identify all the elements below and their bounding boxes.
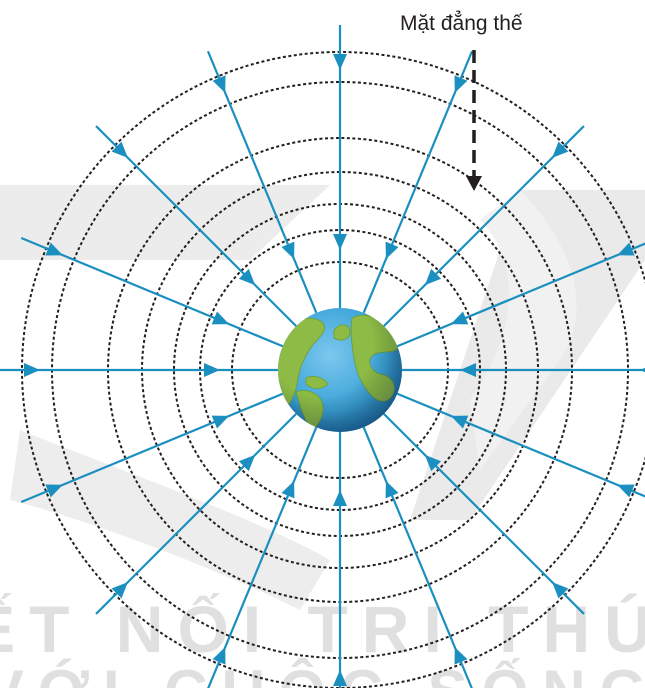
field-line	[95, 125, 297, 327]
field-arrowhead	[204, 363, 220, 377]
field-arrowhead	[385, 241, 399, 260]
field-arrowhead	[333, 490, 347, 506]
field-line-segment	[206, 426, 318, 690]
field-arrowhead	[281, 480, 295, 499]
field-arrowhead	[238, 268, 256, 286]
field-line	[396, 392, 645, 498]
field-line	[383, 413, 585, 615]
field-line-segment	[95, 413, 297, 615]
field-arrowhead	[333, 54, 347, 70]
field-arrowhead	[45, 242, 63, 256]
watermark-logo	[0, 185, 645, 610]
field-arrowhead	[45, 484, 63, 498]
field-line-segment	[396, 392, 645, 498]
field-arrowhead	[211, 415, 230, 429]
field-line	[333, 432, 347, 693]
equipotential-surface-label: Mặt đẳng thế	[400, 12, 523, 35]
field-line	[396, 242, 645, 348]
field-line	[206, 50, 318, 314]
watermark-line-1: KẾT NỐI TRI THỨC	[0, 592, 645, 666]
field-arrowhead	[454, 75, 468, 93]
field-arrowhead	[333, 234, 347, 250]
field-arrowhead	[333, 670, 347, 686]
field-arrowhead	[640, 367, 645, 373]
field-line	[362, 426, 474, 690]
field-line-segment	[396, 242, 645, 348]
field-arrowhead	[450, 415, 469, 429]
field-arrowhead	[617, 484, 635, 498]
earth-globe-icon	[278, 308, 402, 432]
field-line-segment	[206, 50, 318, 314]
field-line	[362, 50, 474, 314]
field-arrowhead	[211, 311, 230, 325]
label-pointer-arrow	[466, 50, 482, 191]
field-line-segment	[95, 125, 297, 327]
field-line	[20, 392, 284, 504]
field-arrowhead	[424, 268, 442, 286]
field-arrowhead	[111, 141, 128, 158]
field-line	[402, 363, 645, 377]
field-arrowhead	[111, 582, 128, 599]
field-arrowhead	[454, 647, 468, 665]
field-arrowhead	[212, 75, 226, 93]
field-line	[383, 125, 585, 327]
field-line-segment	[362, 50, 474, 314]
field-arrowhead	[552, 582, 569, 599]
field-line-segment	[383, 125, 585, 327]
field-arrowhead	[238, 454, 256, 472]
field-arrowhead	[281, 241, 295, 260]
field-arrowhead	[552, 141, 569, 158]
field-line-segment	[383, 413, 585, 615]
field-arrowhead	[460, 363, 476, 377]
watermark-line-2: VỚI CUỘC SỐNG	[0, 658, 645, 688]
field-line	[0, 363, 278, 377]
field-line-segment	[20, 392, 284, 504]
field-arrowhead	[24, 363, 40, 377]
field-line-segment	[20, 236, 284, 348]
field-line-segment	[362, 426, 474, 690]
field-line	[20, 236, 284, 348]
gravitational-field-lines	[0, 25, 645, 693]
field-arrowhead	[385, 480, 399, 499]
watermark-text: KẾT NỐI TRI THỨC VỚI CUỘC SỐNG	[0, 592, 645, 693]
field-line	[333, 25, 347, 308]
field-line	[95, 413, 297, 615]
field-arrowhead	[212, 647, 226, 665]
field-arrowhead	[450, 311, 469, 325]
field-line	[206, 426, 318, 690]
field-arrowhead	[424, 454, 442, 472]
field-arrowhead	[617, 242, 635, 256]
